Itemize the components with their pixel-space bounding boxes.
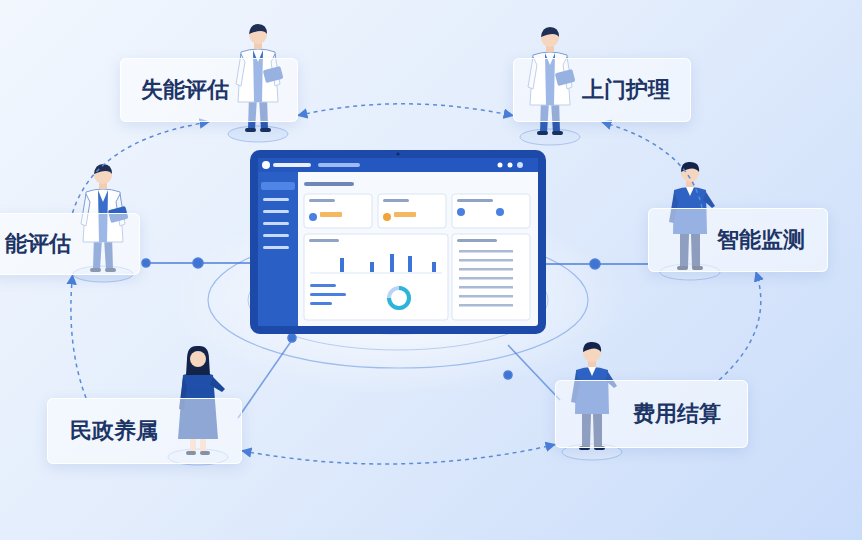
role-label: 费用结算	[633, 399, 721, 429]
platform-rings	[168, 205, 628, 395]
tablet	[250, 150, 546, 334]
role-label: 民政养属	[70, 416, 158, 446]
role-label: 智能监测	[717, 225, 805, 255]
role-card: 上门护理	[513, 58, 691, 122]
role-label: 上门护理	[582, 75, 670, 105]
flow-arrow	[71, 275, 86, 398]
flow-arrow	[73, 122, 210, 213]
role-card: 智能监测	[648, 208, 828, 272]
role-label: 能评估	[5, 229, 71, 259]
flow-arrow	[602, 122, 702, 208]
flow-arrow	[242, 445, 555, 464]
flow-arrow	[298, 104, 513, 116]
role-card: 民政养属	[47, 398, 242, 464]
role-label: 失能评估	[141, 75, 229, 105]
role-card: 能评估	[0, 213, 140, 275]
flow-arrow	[719, 272, 761, 380]
role-card: 失能评估	[120, 58, 298, 122]
role-card: 费用结算	[555, 380, 748, 448]
